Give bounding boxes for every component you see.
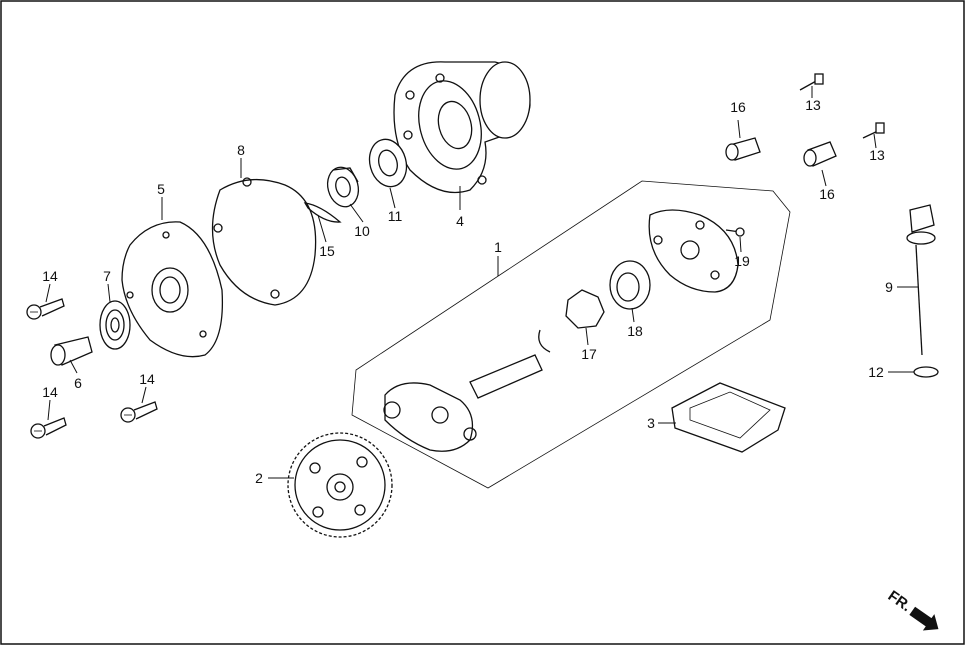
shaft-pin-clip — [538, 329, 551, 353]
callout-18: 18 — [627, 323, 643, 339]
callout-11: 11 — [388, 208, 403, 224]
callout-5: 5 — [157, 181, 165, 197]
part-7-oil-seal — [99, 300, 131, 350]
callout-17: 17 — [581, 346, 597, 362]
callout-13b: 13 — [869, 147, 885, 163]
callout-10: 10 — [354, 223, 370, 239]
part-19-screw — [725, 227, 745, 237]
callout-3: 3 — [647, 415, 655, 431]
callout-14c: 14 — [139, 371, 155, 387]
callout-14b: 14 — [42, 384, 58, 400]
callout-15: 15 — [319, 243, 335, 259]
pump-plate — [648, 209, 739, 293]
callout-12: 12 — [868, 364, 884, 380]
front-direction-arrow-icon — [909, 606, 939, 631]
front-direction-label: FR. — [885, 587, 915, 615]
callout-6: 6 — [74, 375, 82, 391]
part-14-screw-b — [30, 417, 67, 439]
part-3-oil-strainer — [671, 382, 786, 453]
part-11-washer — [368, 138, 408, 188]
callout-2: 2 — [255, 470, 263, 486]
part-16-dowel-a — [725, 137, 761, 161]
leader-lines — [45, 86, 918, 479]
oil-pump-assembly-outline — [351, 180, 791, 489]
callout-13a: 13 — [805, 97, 821, 113]
callout-16b: 16 — [819, 186, 835, 202]
part-8-gasket — [211, 177, 317, 306]
part-18-outer-rotor — [609, 260, 651, 310]
part-5-pump-cover — [121, 221, 224, 358]
part-12-o-ring — [913, 366, 939, 378]
part-14-screw-c — [120, 401, 158, 423]
front-direction-marker: FR. — [885, 587, 939, 631]
part-6-dowel-pin — [50, 336, 93, 366]
part-4-pump-housing-cover — [393, 61, 531, 194]
callout-1: 1 — [494, 239, 502, 255]
part-10-nut — [326, 166, 360, 208]
part-13-bolt-b — [862, 122, 885, 139]
callout-4: 4 — [456, 213, 464, 229]
callout-19: 19 — [734, 253, 750, 269]
part-1-oil-pump-body — [383, 354, 543, 452]
part-15-clip — [303, 202, 342, 223]
part-16-dowel-b — [803, 141, 837, 167]
callout-8: 8 — [237, 142, 245, 158]
callout-7: 7 — [103, 268, 111, 284]
part-17-inner-rotor — [565, 289, 605, 329]
part-13-bolt-a — [799, 73, 824, 91]
callout-14a: 14 — [42, 268, 58, 284]
part-14-screw-a — [26, 298, 65, 320]
part-2-drive-gear — [287, 432, 393, 538]
part-9-dipstick — [906, 204, 936, 356]
callout-16a: 16 — [730, 99, 746, 115]
callout-9: 9 — [885, 279, 893, 295]
